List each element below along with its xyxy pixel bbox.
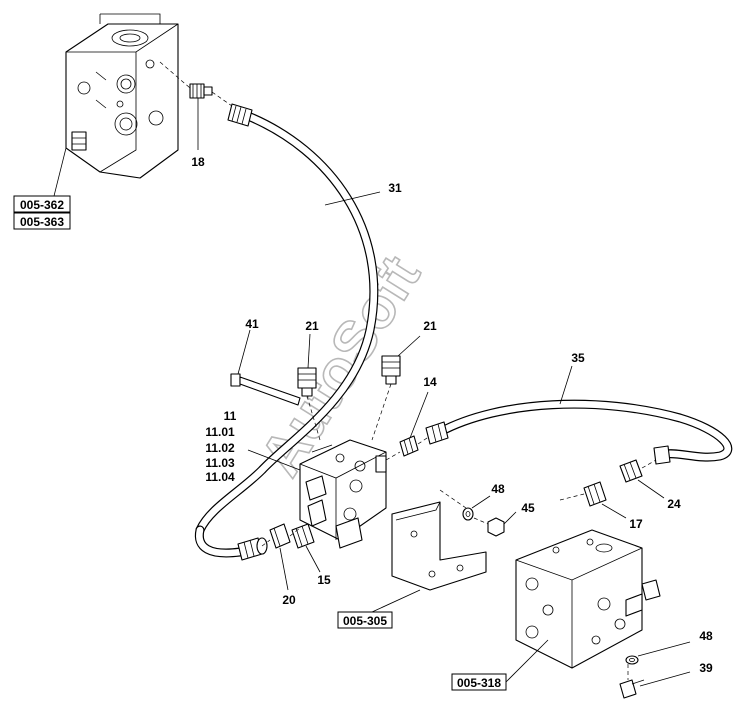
callout-21-left: 21	[305, 319, 319, 333]
callout-35: 35	[571, 351, 585, 365]
fitting-14	[385, 391, 431, 461]
ref-box-005-363: 005-363	[13, 212, 71, 230]
ref-box-005-318: 005-318	[451, 673, 507, 691]
ref-box-005-305: 005-305	[337, 611, 393, 629]
callout-48-lower: 48	[699, 629, 713, 643]
callout-45: 45	[521, 501, 535, 515]
hose-35	[425, 365, 733, 465]
callout-11-04: 11.04	[205, 470, 235, 484]
central-valve-block-11	[247, 439, 387, 549]
callout-11: 11	[224, 409, 237, 423]
fitting-21-right	[371, 335, 421, 441]
callout-39: 39	[699, 661, 713, 675]
callout-18: 18	[191, 155, 205, 169]
callout-15: 15	[317, 573, 331, 587]
ref-005-318: 005-318	[457, 676, 501, 690]
washer-48-lower	[625, 641, 691, 665]
callout-31: 31	[388, 181, 402, 195]
fitting-20	[261, 523, 301, 591]
callout-21-right: 21	[423, 319, 437, 333]
callout-41: 41	[245, 317, 259, 331]
fitting-18	[159, 61, 233, 150]
washer-48-upper	[462, 495, 491, 521]
hose-lower-loop	[194, 525, 268, 561]
fitting-21-left	[297, 333, 321, 441]
callout-11-03: 11.03	[205, 456, 235, 470]
callout-14: 14	[423, 375, 437, 389]
callout-11-02: 11.02	[205, 441, 235, 455]
valve-block-005-318	[505, 529, 661, 683]
bracket-005-305	[371, 501, 487, 613]
fitting-24	[619, 459, 665, 499]
bolt-39	[619, 664, 691, 699]
valve-block-top-left	[53, 13, 179, 197]
callout-48-upper: 48	[491, 482, 505, 496]
ref-box-005-362: 005-362	[13, 195, 71, 213]
hose-31	[195, 103, 381, 535]
ref-005-362: 005-362	[20, 198, 64, 212]
ref-005-305: 005-305	[343, 614, 387, 628]
callout-17: 17	[629, 517, 643, 531]
callout-20: 20	[282, 593, 296, 607]
fitting-17	[559, 481, 627, 519]
bolt-41	[230, 329, 301, 406]
nut-45	[439, 489, 517, 537]
ref-005-363: 005-363	[20, 215, 64, 229]
callout-11-01: 11.01	[205, 425, 235, 439]
callout-24: 24	[667, 497, 681, 511]
